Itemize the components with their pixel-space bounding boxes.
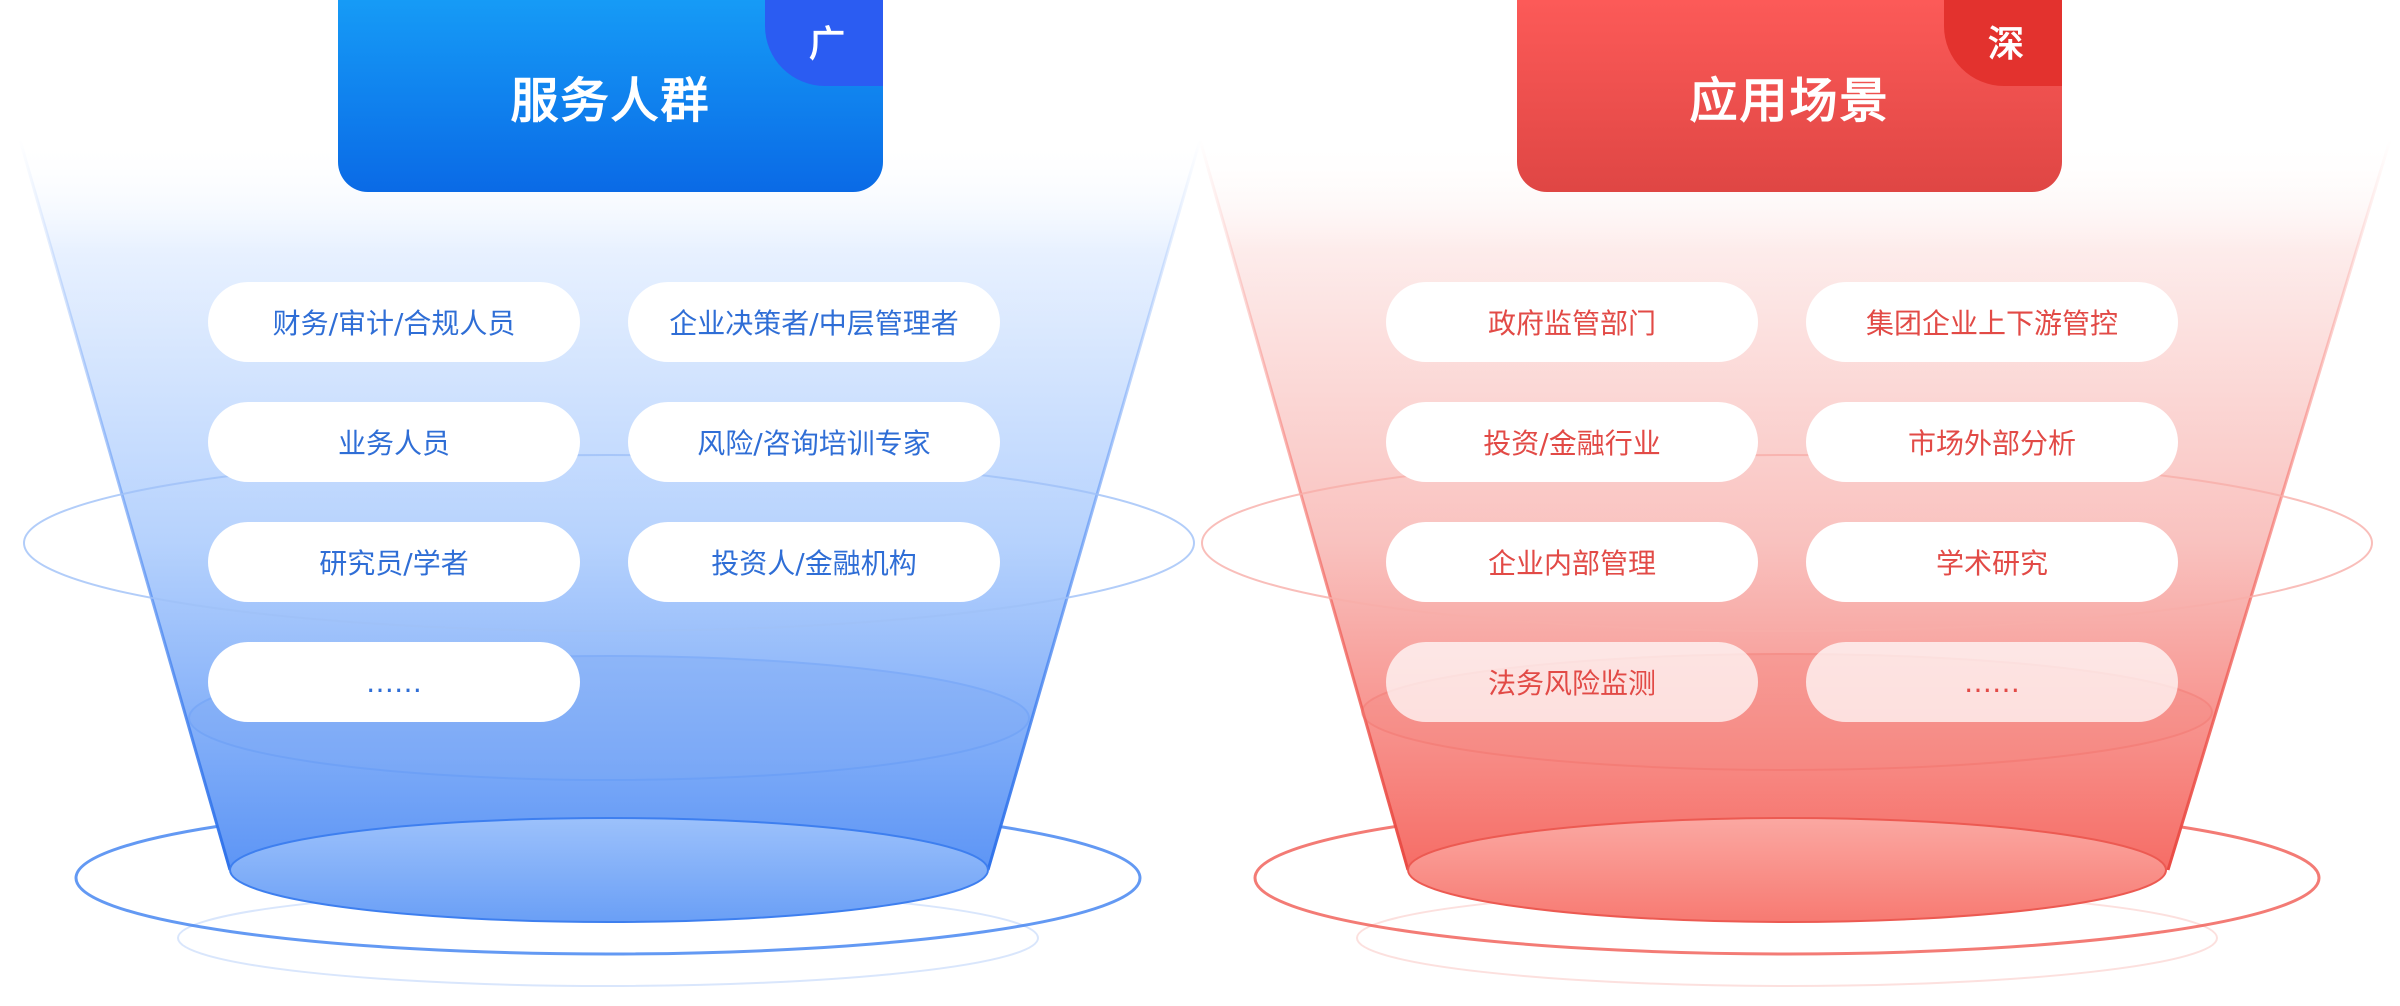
- scenario-pill: 市场外部分析: [1806, 402, 2178, 482]
- scenario-pill: 学术研究: [1806, 522, 2178, 602]
- breadth-badge: 广: [765, 0, 883, 86]
- audience-pill: 财务/审计/合规人员: [208, 282, 580, 362]
- scenario-pill: 法务风险监测: [1386, 642, 1758, 722]
- audience-pill: 研究员/学者: [208, 522, 580, 602]
- audience-pill: 风险/咨询培训专家: [628, 402, 1000, 482]
- application-scenarios-title: 应用场景: [1689, 73, 1890, 129]
- scenario-pill: 投资/金融行业: [1386, 402, 1758, 482]
- service-audience-panel: 服务人群 广 财务/审计/合规人员 企业决策者/中层管理者 业务人员 风险/咨询…: [208, 0, 1000, 722]
- application-scenarios-panel: 应用场景 深 政府监管部门 集团企业上下游管控 投资/金融行业 市场外部分析 企…: [1200, 0, 2400, 1006]
- audience-pill: 企业决策者/中层管理者: [628, 282, 1000, 362]
- scenario-pill: 企业内部管理: [1386, 522, 1758, 602]
- audience-pill-more: ……: [208, 642, 580, 722]
- audience-pill: 业务人员: [208, 402, 580, 482]
- scenario-pill: 集团企业上下游管控: [1806, 282, 2178, 362]
- scenario-pill: 政府监管部门: [1386, 282, 1758, 362]
- application-scenarios-header: 应用场景 深: [1517, 0, 2062, 192]
- depth-badge: 深: [1944, 0, 2062, 86]
- scenario-pill-more: ……: [1806, 642, 2178, 722]
- service-audience-title: 服务人群: [510, 73, 711, 129]
- service-audience-header: 服务人群 广: [338, 0, 883, 192]
- audience-pill: 投资人/金融机构: [628, 522, 1000, 602]
